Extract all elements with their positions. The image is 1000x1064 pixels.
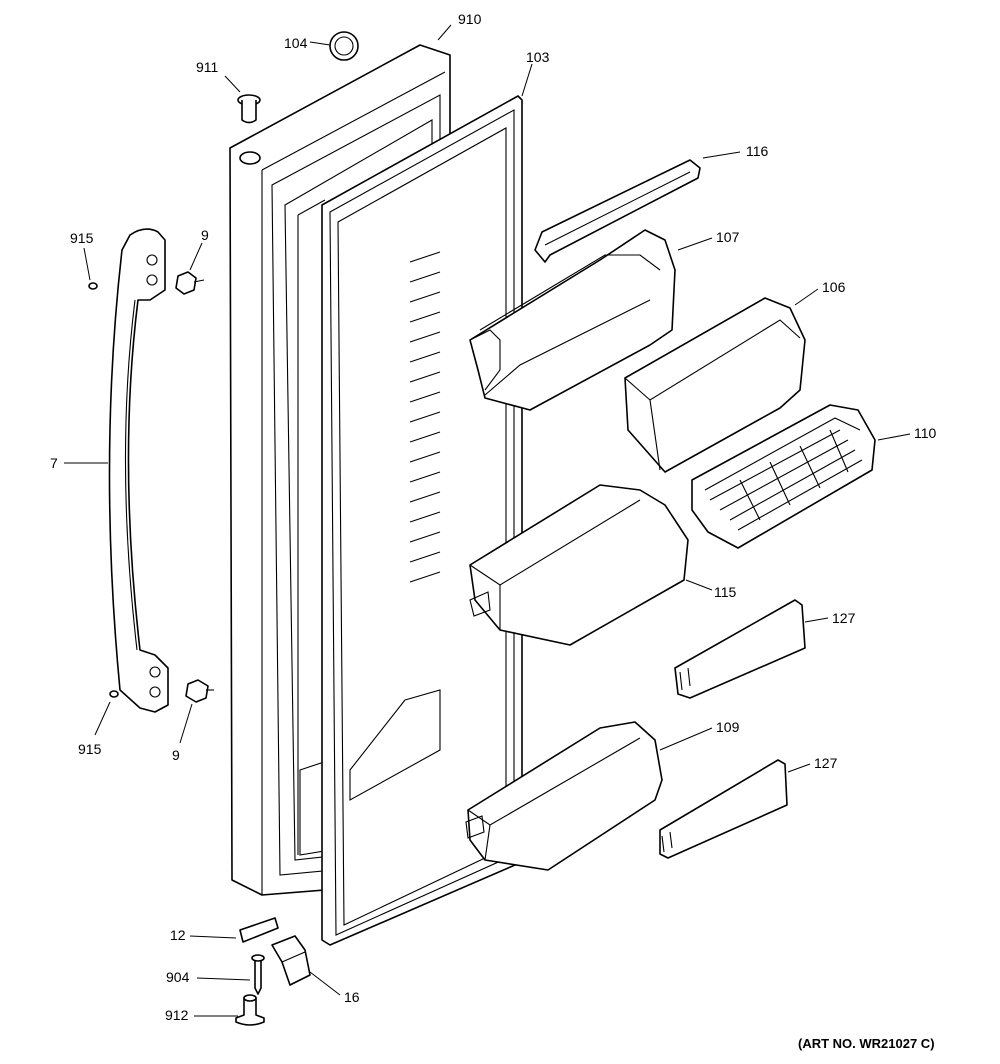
callout-911: 911 [196, 59, 219, 75]
callout-915-upper: 915 [70, 230, 94, 246]
door-handle [108, 228, 169, 713]
callout-110: 110 [914, 425, 937, 441]
callout-910: 910 [458, 11, 482, 27]
screw-904 [251, 954, 265, 995]
callout-16: 16 [344, 989, 360, 1005]
callouts: 910 104 911 103 116 107 106 110 115 127 … [50, 11, 937, 1023]
setscrew-lower [109, 690, 119, 698]
setscrew-upper [88, 282, 98, 290]
hinge-bracket-12 [239, 917, 279, 943]
door-bin-109 [465, 721, 663, 871]
door-shelf-ribs [349, 251, 441, 801]
callout-127-upper: 127 [832, 610, 856, 626]
bin-bar [534, 159, 701, 263]
callout-12: 12 [170, 927, 186, 943]
bin-cover-127-lower [659, 759, 788, 859]
door-bin-106 [624, 297, 806, 473]
art-number: (ART NO. WR21027 C) [798, 1036, 935, 1051]
handle-screw-lower [185, 679, 214, 703]
callout-109: 109 [716, 719, 740, 735]
callout-912: 912 [165, 1007, 189, 1023]
callout-7: 7 [50, 455, 58, 471]
callout-904: 904 [166, 969, 190, 985]
callout-9-lower: 9 [172, 747, 180, 763]
callout-915-lower: 915 [78, 741, 102, 757]
callout-127-lower: 127 [814, 755, 838, 771]
door-bin-107 [469, 229, 676, 411]
bushing-912 [235, 994, 265, 1026]
door-bin-115 [469, 484, 689, 646]
hinge-cam-16 [271, 935, 311, 986]
callout-107: 107 [716, 229, 740, 245]
egg-tray-110 [691, 404, 876, 549]
bushing-911 [237, 94, 261, 124]
callout-116: 116 [746, 143, 769, 159]
callout-106: 106 [822, 279, 846, 295]
plug-104 [329, 31, 359, 61]
handle-screw-upper [175, 271, 205, 295]
leader-lines [64, 24, 911, 1017]
callout-9-upper: 9 [201, 227, 209, 243]
callout-103: 103 [526, 49, 550, 65]
bin-cover-127-upper [674, 599, 806, 699]
callout-115: 115 [714, 584, 737, 600]
callout-104: 104 [284, 35, 308, 51]
